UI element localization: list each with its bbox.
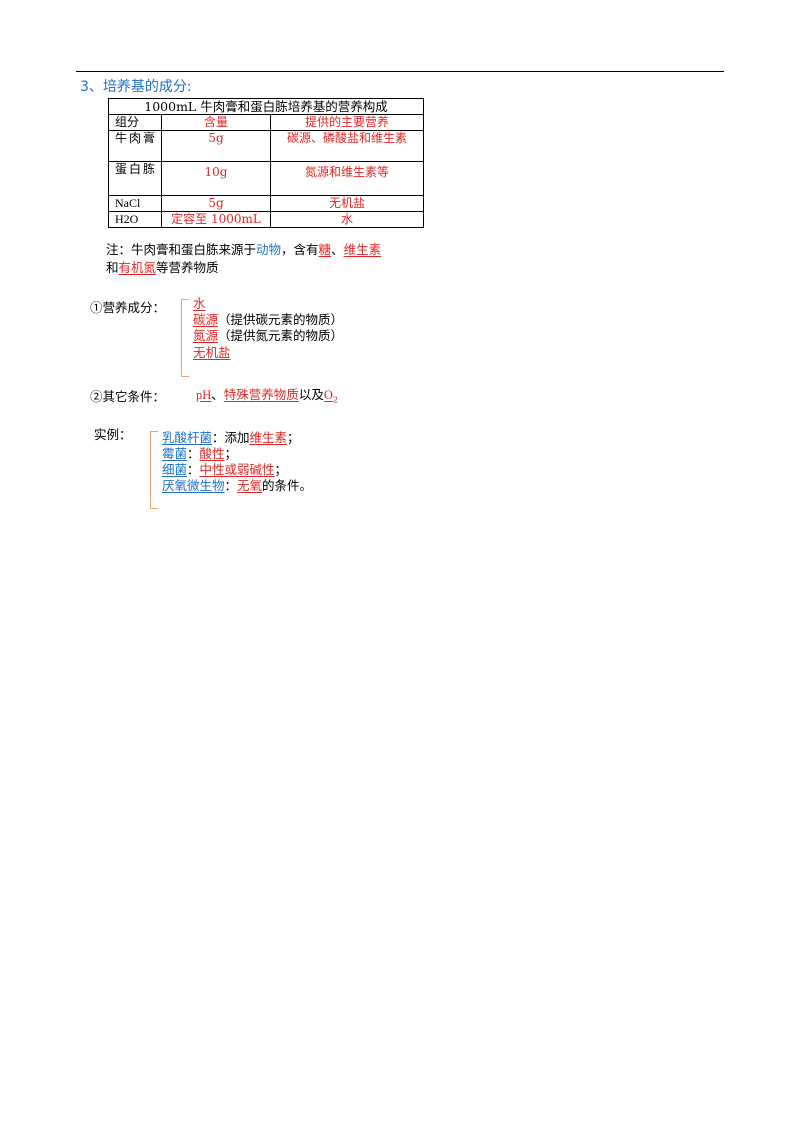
cell-component: NaCl bbox=[108, 195, 162, 212]
table-row: H2O 定容至 1000mL 水 bbox=[108, 211, 424, 228]
cell-amount: 5g bbox=[161, 130, 271, 162]
example-requirement: 无氧 bbox=[237, 478, 263, 493]
other-conditions-label: ②其它条件： bbox=[90, 389, 166, 404]
note-text: 注：牛肉膏和蛋白胨来源于 bbox=[106, 242, 257, 257]
note-text: 、 bbox=[331, 242, 344, 257]
other-conditions: pH、特殊营养物质以及O2 bbox=[196, 387, 338, 409]
example-text: 的条件。 bbox=[262, 478, 313, 493]
example-text: ： bbox=[187, 446, 200, 461]
nutrition-item-salt: 无机盐 bbox=[193, 345, 231, 362]
salt-value: 无机盐 bbox=[193, 345, 231, 360]
nutrition-label: ①营养成分： bbox=[90, 300, 166, 315]
example-text: ； bbox=[287, 430, 300, 445]
o2-main: O bbox=[323, 388, 333, 402]
table-row: NaCl 5g 无机盐 bbox=[108, 195, 424, 212]
cell-component: 牛肉膏 bbox=[108, 130, 162, 162]
ph-value: pH bbox=[196, 388, 212, 402]
header-nutrient: 提供的主要营养 bbox=[270, 114, 424, 131]
note-text: ，含有 bbox=[281, 242, 319, 257]
table-title: 1000mL 牛肉膏和蛋白胨培养基的营养构成 bbox=[108, 98, 424, 115]
nitrogen-value: 氮源 bbox=[193, 328, 219, 343]
table-row: 牛肉膏 5g 碳源、磷酸盐和维生素 bbox=[108, 130, 424, 162]
cell-nutrient: 水 bbox=[270, 211, 424, 228]
cell-component: H2O bbox=[108, 211, 162, 228]
carbon-value: 碳源 bbox=[193, 312, 219, 327]
o2-value: O2 bbox=[323, 387, 338, 405]
special-nutrient: 特殊营养物质 bbox=[223, 387, 299, 402]
example-item: 厌氧微生物：无氧的条件。 bbox=[162, 478, 312, 495]
nutrition-table: 1000mL 牛肉膏和蛋白胨培养基的营养构成 组分 含量 提供的主要营养 牛肉膏… bbox=[108, 98, 424, 228]
examples-brace bbox=[150, 431, 158, 509]
cell-nutrient: 氮源和维生素等 bbox=[270, 161, 424, 196]
note-sugar: 糖 bbox=[318, 242, 332, 257]
cell-amount: 定容至 1000mL bbox=[161, 211, 271, 228]
table-header-row: 组分 含量 提供的主要营养 bbox=[108, 114, 424, 131]
note-animal: 动物 bbox=[256, 242, 282, 257]
note-vitamin: 维生素 bbox=[343, 242, 382, 257]
cell-nutrient: 碳源、磷酸盐和维生素 bbox=[270, 130, 424, 162]
header-component: 组分 bbox=[108, 114, 162, 131]
section-heading: 3、培养基的成分: bbox=[80, 79, 192, 95]
example-organism: 霉菌 bbox=[162, 446, 188, 461]
other-and: 以及 bbox=[298, 387, 324, 402]
example-requirement: 中性或弱碱性 bbox=[199, 462, 275, 477]
cell-nutrient: 无机盐 bbox=[270, 195, 424, 212]
examples-label: 实例： bbox=[94, 427, 132, 442]
cell-amount: 5g bbox=[161, 195, 271, 212]
example-organism: 厌氧微生物 bbox=[162, 478, 225, 493]
nitrogen-desc: （提供氮元素的物质） bbox=[218, 328, 344, 343]
table-note: 注：牛肉膏和蛋白胨来源于动物，含有糖、维生素 和有机氮等营养物质 bbox=[106, 241, 381, 277]
note-text: 等营养物质 bbox=[156, 260, 219, 275]
cell-component: 蛋白胨 bbox=[108, 161, 162, 196]
example-text: ： bbox=[187, 462, 200, 477]
header-rule bbox=[76, 71, 724, 72]
table-title-row: 1000mL 牛肉膏和蛋白胨培养基的营养构成 bbox=[108, 98, 424, 115]
note-organic-nitrogen: 有机氮 bbox=[118, 260, 157, 275]
o2-sub: 2 bbox=[332, 395, 338, 405]
cell-amount: 10g bbox=[161, 161, 271, 196]
example-text: ； bbox=[274, 462, 288, 477]
example-item: 霉菌：酸性； bbox=[162, 446, 237, 463]
example-requirement: 酸性 bbox=[199, 446, 225, 461]
header-amount: 含量 bbox=[161, 114, 271, 131]
table-row: 蛋白胨 10g 氮源和维生素等 bbox=[108, 161, 424, 196]
nutrition-item-water: 水 bbox=[193, 296, 206, 313]
nutrition-item-nitrogen: 氮源（提供氮元素的物质） bbox=[193, 328, 343, 345]
water-value: 水 bbox=[193, 296, 206, 311]
example-organism: 细菌 bbox=[162, 462, 188, 477]
example-item: 乳酸杆菌：添加维生素； bbox=[162, 430, 300, 447]
carbon-desc: （提供碳元素的物质） bbox=[218, 312, 344, 327]
example-text: ； bbox=[224, 446, 238, 461]
example-item: 细菌：中性或弱碱性； bbox=[162, 462, 287, 479]
nutrition-brace bbox=[181, 299, 189, 377]
nutrition-item-carbon: 碳源（提供碳元素的物质） bbox=[193, 312, 343, 329]
example-organism: 乳酸杆菌 bbox=[162, 430, 213, 445]
note-text: 和 bbox=[106, 260, 119, 275]
example-text: ：添加 bbox=[212, 430, 250, 445]
example-text: ： bbox=[224, 478, 238, 493]
other-sep: 、 bbox=[211, 387, 224, 402]
example-requirement: 维生素 bbox=[249, 430, 288, 445]
